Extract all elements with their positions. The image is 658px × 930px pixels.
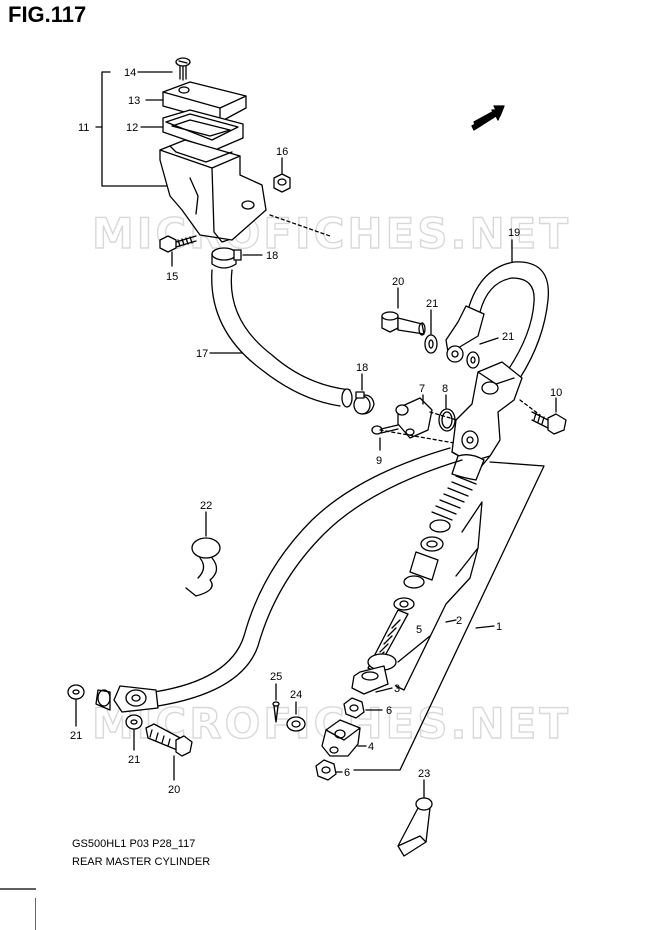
washer-21-second	[466, 351, 480, 369]
washer-24	[286, 716, 306, 732]
callout-10: 10	[550, 387, 562, 399]
fitting-7	[395, 397, 433, 439]
clevis-pin-23	[397, 797, 433, 857]
callout-18-top: 18	[266, 250, 278, 262]
bracket-2	[397, 501, 483, 691]
piston-spring-assembly	[351, 454, 485, 695]
bolt-10	[531, 411, 567, 435]
clip-22	[185, 537, 221, 597]
corner-mark	[0, 888, 36, 930]
bolt-15	[159, 235, 197, 253]
callout-12: 12	[126, 122, 138, 134]
screw-14	[175, 57, 191, 81]
callout-1: 1	[496, 621, 502, 633]
master-cylinder-body-1	[451, 361, 523, 469]
callout-20-top: 20	[392, 276, 404, 288]
callout-25: 25	[270, 671, 282, 683]
callout-11: 11	[78, 122, 89, 134]
bracket-11	[101, 71, 169, 187]
washer-21-lower	[125, 714, 143, 730]
fwd-arrow-icon	[471, 105, 505, 131]
callout-15: 15	[166, 271, 178, 283]
hose-clamp-18-top	[211, 247, 242, 269]
nut-6-lower	[315, 759, 337, 781]
callout-24: 24	[290, 689, 302, 701]
callout-9: 9	[376, 455, 382, 467]
hose-clamp-18-lower	[353, 391, 375, 415]
brake-hose-19	[445, 261, 550, 379]
reservoir-body	[159, 139, 267, 243]
washer-21-top	[424, 334, 438, 354]
callout-8: 8	[442, 383, 448, 395]
watermark-top: MICROFICHES.NET	[92, 209, 571, 258]
caption-name: REAR MASTER CYLINDER	[72, 856, 211, 868]
clevis-4	[321, 719, 361, 757]
callout-5: 5	[416, 624, 422, 636]
callout-17: 17	[196, 348, 208, 360]
cotter-pin-25	[272, 701, 280, 723]
callout-18-lower: 18	[356, 362, 368, 374]
callout-2: 2	[456, 615, 462, 627]
callout-6-top: 6	[386, 705, 392, 717]
caption-code: GS500HL1 P03 P28_117	[72, 838, 196, 850]
washer-21-lower-left	[67, 684, 85, 700]
brake-hose-lower	[95, 447, 463, 713]
callout-23: 23	[418, 768, 430, 780]
callout-7: 7	[419, 383, 425, 395]
union-bolt-20-lower	[145, 723, 193, 757]
figure-title: FIG.117	[8, 2, 87, 27]
union-bolt-20-top	[381, 311, 426, 336]
callout-21-lower: 21	[128, 754, 140, 766]
bracket-1	[353, 461, 545, 771]
callout-22: 22	[200, 500, 212, 512]
nut-16	[273, 173, 291, 193]
callout-13: 13	[128, 95, 140, 107]
callout-4: 4	[368, 741, 374, 753]
callout-21-right: 21	[502, 331, 514, 343]
callout-21-lower-left: 21	[70, 730, 82, 742]
reservoir-hose-17	[211, 269, 353, 408]
callout-3: 3	[394, 683, 400, 695]
callout-21-top: 21	[426, 298, 438, 310]
bracket-3	[375, 685, 405, 693]
diaphragm-12	[162, 109, 244, 151]
callout-6-lower: 6	[344, 767, 350, 779]
callout-14: 14	[124, 67, 136, 79]
nut-6-top	[343, 697, 365, 719]
callout-16: 16	[276, 146, 288, 158]
callout-20-lower: 20	[168, 784, 180, 796]
callout-19: 19	[508, 227, 520, 239]
